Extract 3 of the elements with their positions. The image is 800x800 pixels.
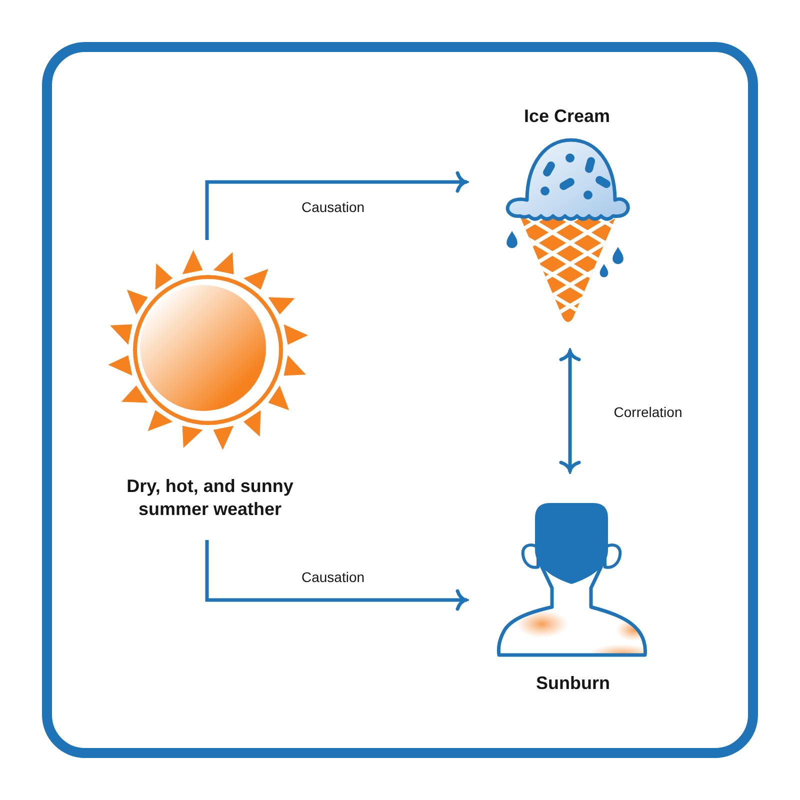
node-title: Ice Cream [524,105,610,128]
node-label: Sunburn [536,672,610,695]
node-label: Dry, hot, and sunny summer weather [126,475,294,521]
